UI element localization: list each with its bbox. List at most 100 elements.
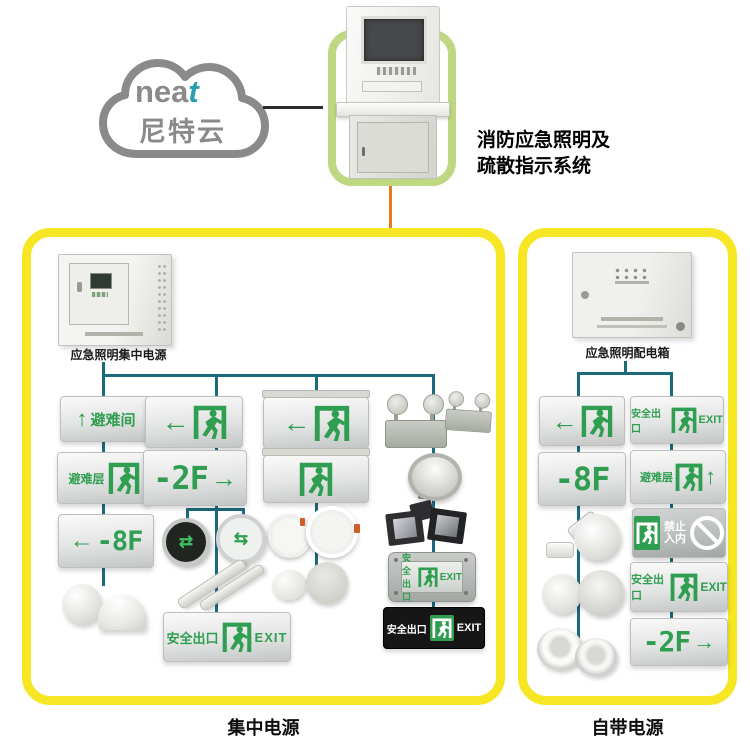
running-man-icon — [418, 567, 438, 587]
round-light — [542, 574, 582, 614]
spotlight-plate — [574, 514, 620, 560]
surface-light-pair — [269, 562, 360, 606]
system-title: 消防应急照明及 疏散指示系统 — [477, 128, 610, 180]
floor-light-dark: ⇄ — [162, 518, 210, 566]
running-man-icon — [671, 407, 697, 433]
sign-minus-2f-right: -2F → — [630, 618, 728, 666]
downlight-pair — [268, 506, 362, 558]
wire-left-bus — [102, 374, 435, 377]
cloud-logo: neat 尼特云 — [95, 50, 275, 168]
sign-exit-en-label: EXIT — [254, 629, 288, 645]
sign-left-8f-label: -8F — [96, 525, 144, 557]
psu-vents — [157, 263, 166, 333]
sign-left-8f: ← -8F — [58, 514, 154, 568]
cabinet-slot — [362, 81, 422, 92]
downlight-clip-icon — [300, 518, 305, 526]
lamp-head-icon — [423, 394, 444, 415]
sign-refuge-floor-up: 避难层 ↑ — [630, 450, 726, 504]
cabinet-button-row — [377, 67, 417, 75]
running-man-icon — [670, 573, 698, 601]
distbox-nameplate — [601, 317, 663, 321]
swap-arrow-icon: ⇄ — [178, 532, 194, 551]
left-arrow-icon: ← — [161, 406, 190, 437]
cabinet-console — [346, 6, 440, 106]
psu-cabinet — [58, 254, 172, 346]
donut-light — [575, 638, 617, 676]
sign-exit-en-label: EXIT — [439, 571, 462, 583]
running-man-icon — [432, 618, 452, 638]
spotlight-base — [546, 542, 574, 558]
running-man-icon — [193, 405, 227, 439]
orange-connector-line — [389, 186, 392, 229]
exit-man-panel — [429, 615, 454, 641]
system-title-line1: 消防应急照明及 — [477, 130, 611, 151]
sign-exit-en-label: EXIT — [456, 622, 482, 634]
left-panel: 应急照明集中电源 ↑ 避难间 避难层 ← -8F — [22, 228, 505, 705]
sign-minus-8f-right: -8F — [538, 452, 626, 506]
running-man-icon — [314, 405, 350, 441]
up-arrow-icon: ↑ — [705, 464, 716, 489]
no-entry-slash — [695, 520, 719, 544]
left-arrow-icon: ← — [69, 527, 94, 554]
distbox-indicators — [613, 267, 651, 279]
cabinet-door-handle-icon — [362, 147, 365, 156]
lamp-head-icon — [447, 390, 465, 408]
downlight-clip-icon — [354, 524, 360, 533]
lamp-stalk — [430, 412, 434, 420]
dome-lamp-dome — [98, 594, 146, 630]
dome-lamp-sphere — [62, 584, 102, 624]
cabinet-screen — [361, 16, 427, 64]
wire-right-bus — [577, 372, 673, 375]
sign-refuge-floor: 避难层 — [57, 452, 151, 504]
sign-minus-2f-label: -2F — [153, 459, 209, 497]
sign-exit-cn-label: 安全出口 — [402, 553, 412, 602]
distbox-lock-icon — [581, 291, 589, 299]
floodlight-lens — [434, 514, 460, 538]
footer-label-left: 集中电源 — [227, 718, 300, 738]
surface-light — [269, 566, 309, 604]
running-man-icon — [299, 462, 333, 496]
footer-label-right: 自带电源 — [591, 718, 664, 738]
sign-minus-8f-label: -8F — [554, 460, 611, 498]
wire-left-stub — [102, 362, 105, 374]
floor-light-pair: ⇄ ⇆ — [160, 514, 266, 566]
distribution-box — [572, 252, 692, 338]
psu-nameplate — [85, 332, 143, 336]
system-title-line2: 疏散指示系统 — [477, 156, 592, 177]
distbox-logo-icon — [676, 322, 685, 331]
cloud-icon — [99, 59, 269, 158]
lamp-head-icon — [474, 392, 491, 410]
sign-no-entry: 禁止 入内 — [632, 508, 726, 558]
right-device-label: 应急照明配电箱 — [585, 346, 670, 360]
round-light-pair — [540, 568, 626, 624]
hanging-sign-man — [262, 448, 370, 503]
sign-exit-cn-label: 安全出口 — [166, 630, 219, 646]
sign-exit-left-man-right: ← — [539, 396, 625, 446]
running-man-icon — [636, 522, 658, 544]
sign-refuge-room-label: 避难间 — [90, 411, 136, 429]
distbox-label-line — [615, 281, 649, 284]
sign-exit-cn-label: 安全出口 — [386, 624, 427, 636]
cabinet-base — [349, 115, 437, 179]
downlight — [306, 506, 358, 558]
running-man-icon — [675, 463, 703, 491]
left-arrow-icon: ← — [282, 407, 311, 438]
sign-exit-bottom: 安全出口 EXIT — [163, 612, 291, 662]
wall-spotlight — [540, 509, 626, 568]
no-entry-line1: 禁止 — [664, 521, 686, 533]
twin-head-lamp-pair — [385, 388, 497, 448]
running-man-icon — [108, 462, 140, 494]
sign-exit-en-label: EXIT — [700, 580, 727, 594]
lamp-body — [444, 408, 492, 434]
lamp-stalk — [394, 412, 398, 420]
donut-light-pair — [535, 626, 627, 684]
sign-exit-mid-right: 安全出口 EXIT — [630, 562, 728, 612]
sign-exit-left-man: ← — [145, 396, 243, 448]
tube-light-pair — [165, 556, 269, 613]
floodlight — [385, 509, 425, 547]
sign-minus-2f-label: -2F — [642, 625, 692, 658]
running-man-icon — [222, 622, 252, 652]
hanger-bar — [262, 448, 370, 456]
swap-arrow-icon: ⇆ — [233, 529, 249, 548]
no-entry-label: 禁止 入内 — [664, 521, 686, 545]
